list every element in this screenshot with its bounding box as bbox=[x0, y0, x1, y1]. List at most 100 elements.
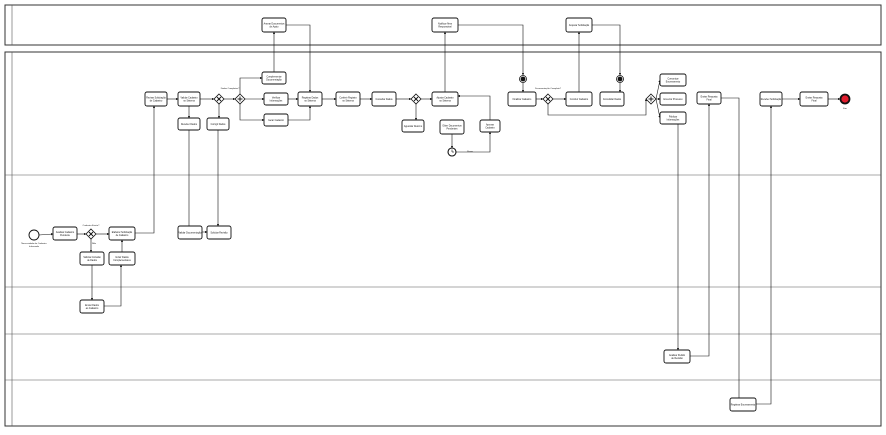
gateway-label-g5-label: Documentação Completa? bbox=[535, 87, 562, 90]
task-receber[interactable]: Receber Dados bbox=[177, 117, 201, 131]
task-sublabel: no Sistema bbox=[439, 100, 451, 103]
gateway-6[interactable] bbox=[645, 93, 657, 105]
task-label: Concluir Cadastro bbox=[570, 98, 589, 101]
task-finaliza[interactable]: Finalizar Cadastro bbox=[507, 91, 537, 107]
sequence-flow-1 bbox=[38, 232, 54, 236]
sequence-flow-8 bbox=[135, 105, 156, 234]
task-consolida[interactable]: Consolidar Dados bbox=[599, 91, 625, 107]
task-sublabel: Pendentes bbox=[447, 128, 459, 131]
task-lane3-a[interactable]: Receber Solicitação bbox=[759, 91, 783, 107]
start-event-sublabel: Informado bbox=[29, 245, 40, 248]
task-label: Validar Cadastro bbox=[181, 96, 199, 99]
sequence-flow-12 bbox=[188, 130, 208, 234]
gateway-label-g3-label: Dados Completos? bbox=[221, 87, 240, 90]
task-sublabel: Cadastro bbox=[485, 127, 495, 130]
task-sublabel: Complementares bbox=[113, 259, 131, 262]
task-label: Enviar Dados bbox=[85, 304, 100, 307]
sequence-flow-42 bbox=[655, 98, 661, 119]
task-sublabel: no Sistema bbox=[183, 100, 195, 103]
task-sublabel: Responsável bbox=[438, 27, 452, 29]
sequence-flow-20 bbox=[286, 24, 312, 93]
task-label: Verificar bbox=[272, 96, 281, 99]
task-lane2-b[interactable]: Validar Documentação bbox=[177, 225, 203, 240]
task-label: Comunicar bbox=[667, 77, 678, 80]
intermediate-event-1[interactable] bbox=[519, 75, 527, 83]
gateway-2[interactable] bbox=[213, 93, 225, 105]
gateway-label-g1-no: Não bbox=[92, 242, 97, 245]
sequence-flow-39 bbox=[547, 98, 648, 116]
sequence-flows bbox=[38, 24, 841, 406]
task-sublabel: no Sistema bbox=[304, 100, 316, 103]
pool-main bbox=[4, 51, 882, 427]
task-sublabel: de Dados bbox=[87, 260, 98, 262]
gateway-3[interactable] bbox=[234, 93, 246, 105]
task-sublabel: de Cadastro bbox=[150, 100, 163, 103]
task-conclui[interactable]: Concluir Cadastro bbox=[565, 91, 593, 107]
sequence-flow-44 bbox=[690, 103, 711, 357]
pool-top bbox=[4, 4, 882, 46]
intermediate-event-2[interactable] bbox=[616, 75, 624, 83]
task-label: Registrar Dados bbox=[302, 96, 319, 99]
task-aguarda[interactable]: Aguardar Retorno bbox=[401, 119, 425, 133]
task-lane5-a[interactable]: Registrar Encerramento bbox=[729, 397, 757, 412]
task-label: Aprovar bbox=[486, 123, 494, 126]
task-label: Enviar Resposta bbox=[701, 95, 719, 98]
task-label: Elaborar Solicitação bbox=[112, 231, 133, 234]
task-label: Conferir Registro bbox=[339, 96, 357, 99]
sequence-flow-18 bbox=[239, 104, 265, 122]
task-arquiva-top[interactable]: Arquivar Solicitação bbox=[565, 17, 593, 33]
sequence-flow-47 bbox=[756, 105, 773, 405]
gateway-5[interactable] bbox=[542, 93, 554, 105]
task-sublabel: Encerramento bbox=[666, 81, 681, 84]
task-label: Solicitar Inclusão bbox=[83, 256, 101, 259]
timer-event-label: Prazo bbox=[467, 150, 473, 153]
task-label: Encerrar Processo bbox=[663, 98, 683, 101]
end-event[interactable]: Fim bbox=[839, 93, 851, 111]
task-label: Consultar Dados bbox=[375, 98, 393, 101]
task-label: Incluir Dados bbox=[115, 256, 129, 259]
gateway-1[interactable] bbox=[85, 228, 97, 240]
task-label: Gerar Cadastro bbox=[268, 119, 285, 122]
sequence-flow-6 bbox=[104, 264, 123, 307]
task-corrige[interactable]: Corrigir Dados bbox=[206, 117, 230, 131]
task-sublabel: Final bbox=[707, 100, 712, 102]
task-sublabel: de Cadastro bbox=[116, 234, 129, 237]
sequence-flow-32 bbox=[457, 94, 491, 120]
end-event-label: Fim bbox=[843, 108, 847, 110]
timer-event[interactable]: Prazo bbox=[447, 147, 474, 157]
task-sublabel: Informações bbox=[667, 119, 680, 122]
task-label: Anexar Documentos bbox=[264, 22, 286, 25]
task-gera[interactable]: Gerar Cadastro bbox=[263, 113, 289, 127]
task-consulta[interactable]: Consultar Dados bbox=[371, 91, 397, 107]
task-label: Corrigir Dados bbox=[211, 123, 227, 126]
task-fecha[interactable]: Encerrar Processo bbox=[659, 92, 687, 106]
task-sublabel: Pendente bbox=[60, 234, 71, 237]
task-lane2-a[interactable]: Solicitar Revisão bbox=[206, 225, 232, 240]
gateway-4[interactable] bbox=[410, 93, 422, 105]
task-sublabel: Informações bbox=[270, 100, 283, 103]
